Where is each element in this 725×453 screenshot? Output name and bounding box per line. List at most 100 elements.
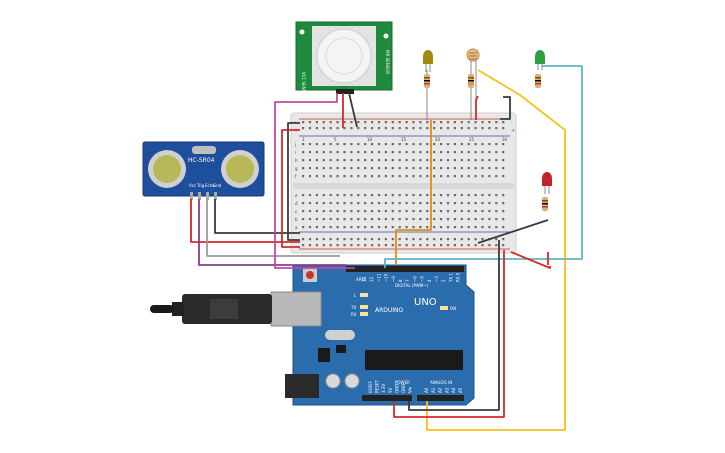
breadboard-hole[interactable] (495, 143, 498, 146)
breadboard-hole[interactable] (377, 151, 381, 154)
breadboard-hole[interactable] (343, 121, 346, 124)
breadboard-hole[interactable] (357, 127, 360, 130)
breadboard-hole[interactable] (426, 194, 429, 197)
breadboard-hole[interactable] (384, 121, 387, 124)
breadboard-hole[interactable] (357, 238, 360, 241)
breadboard-hole[interactable] (433, 121, 436, 124)
breadboard-hole[interactable] (440, 121, 443, 124)
breadboard-hole[interactable] (446, 210, 450, 213)
breadboard-hole[interactable] (440, 167, 443, 170)
breadboard-hole[interactable] (405, 244, 408, 247)
breadboard-hole[interactable] (350, 244, 353, 247)
breadboard-hole[interactable] (433, 244, 436, 247)
breadboard-hole[interactable] (322, 143, 325, 146)
breadboard-hole[interactable] (336, 121, 339, 124)
breadboard-hole[interactable] (488, 226, 491, 229)
breadboard-hole[interactable] (405, 194, 408, 197)
breadboard-hole[interactable] (488, 244, 491, 247)
breadboard-hole[interactable] (495, 244, 498, 247)
breadboard-hole[interactable] (481, 151, 484, 154)
breadboard-hole[interactable] (364, 210, 367, 213)
breadboard-hole[interactable] (467, 244, 470, 247)
breadboard-hole[interactable] (405, 151, 408, 154)
breadboard-hole[interactable] (412, 210, 415, 213)
breadboard-hole[interactable] (364, 167, 367, 170)
breadboard-hole[interactable] (377, 121, 381, 124)
breadboard-hole[interactable] (467, 175, 470, 178)
breadboard-hole[interactable] (329, 218, 332, 221)
breadboard-hole[interactable] (343, 159, 346, 162)
breadboard-hole[interactable] (329, 159, 332, 162)
breadboard-hole[interactable] (391, 238, 394, 241)
breadboard-hole[interactable] (371, 143, 374, 146)
breadboard-hole[interactable] (481, 244, 484, 247)
breadboard-hole[interactable] (308, 194, 312, 197)
breadboard-hole[interactable] (481, 127, 484, 130)
breadboard-hole[interactable] (384, 244, 387, 247)
breadboard-hole[interactable] (495, 194, 498, 197)
breadboard-hole[interactable] (398, 167, 401, 170)
breadboard-hole[interactable] (336, 218, 339, 221)
breadboard-hole[interactable] (488, 175, 491, 178)
breadboard-hole[interactable] (460, 143, 463, 146)
breadboard-hole[interactable] (405, 167, 408, 170)
breadboard-hole[interactable] (350, 226, 353, 229)
breadboard-hole[interactable] (419, 121, 422, 124)
breadboard-hole[interactable] (350, 127, 353, 130)
breadboard-hole[interactable] (481, 210, 484, 213)
breadboard-hole[interactable] (412, 202, 415, 205)
breadboard-hole[interactable] (453, 151, 456, 154)
breadboard-hole[interactable] (495, 218, 498, 221)
breadboard-hole[interactable] (433, 167, 436, 170)
breadboard-hole[interactable] (474, 244, 477, 247)
breadboard-hole[interactable] (419, 127, 422, 130)
breadboard-hole[interactable] (384, 202, 387, 205)
breadboard-hole[interactable] (398, 244, 401, 247)
breadboard-hole[interactable] (315, 121, 318, 124)
breadboard-hole[interactable] (391, 151, 394, 154)
breadboard-hole[interactable] (302, 218, 305, 221)
breadboard-hole[interactable] (308, 127, 312, 130)
breadboard-hole[interactable] (412, 244, 415, 247)
breadboard-hole[interactable] (467, 202, 470, 205)
breadboard-hole[interactable] (446, 159, 450, 162)
breadboard-hole[interactable] (336, 210, 339, 213)
breadboard-hole[interactable] (377, 202, 381, 205)
breadboard-hole[interactable] (481, 167, 484, 170)
breadboard-hole[interactable] (308, 159, 312, 162)
breadboard-hole[interactable] (398, 127, 401, 130)
breadboard-hole[interactable] (315, 175, 318, 178)
breadboard-hole[interactable] (391, 159, 394, 162)
breadboard-hole[interactable] (405, 159, 408, 162)
breadboard-hole[interactable] (302, 127, 305, 130)
breadboard-hole[interactable] (474, 202, 477, 205)
breadboard-hole[interactable] (343, 218, 346, 221)
breadboard-hole[interactable] (419, 202, 422, 205)
breadboard-hole[interactable] (412, 238, 415, 241)
breadboard-hole[interactable] (384, 175, 387, 178)
breadboard-hole[interactable] (412, 175, 415, 178)
breadboard-hole[interactable] (467, 226, 470, 229)
pin-echo[interactable] (206, 192, 209, 200)
breadboard-hole[interactable] (329, 167, 332, 170)
breadboard-hole[interactable] (371, 210, 374, 213)
breadboard-hole[interactable] (364, 238, 367, 241)
breadboard-hole[interactable] (412, 218, 415, 221)
breadboard-hole[interactable] (502, 151, 505, 154)
breadboard-hole[interactable] (502, 210, 505, 213)
breadboard-hole[interactable] (460, 159, 463, 162)
breadboard-hole[interactable] (336, 127, 339, 130)
breadboard-hole[interactable] (329, 143, 332, 146)
breadboard-hole[interactable] (502, 143, 505, 146)
breadboard-hole[interactable] (329, 127, 332, 130)
breadboard-hole[interactable] (384, 210, 387, 213)
breadboard-hole[interactable] (322, 244, 325, 247)
breadboard-hole[interactable] (474, 127, 477, 130)
breadboard-hole[interactable] (391, 194, 394, 197)
breadboard-hole[interactable] (495, 167, 498, 170)
breadboard-hole[interactable] (426, 244, 429, 247)
breadboard-hole[interactable] (446, 151, 450, 154)
breadboard-hole[interactable] (426, 159, 429, 162)
breadboard-hole[interactable] (322, 121, 325, 124)
breadboard-hole[interactable] (426, 151, 429, 154)
